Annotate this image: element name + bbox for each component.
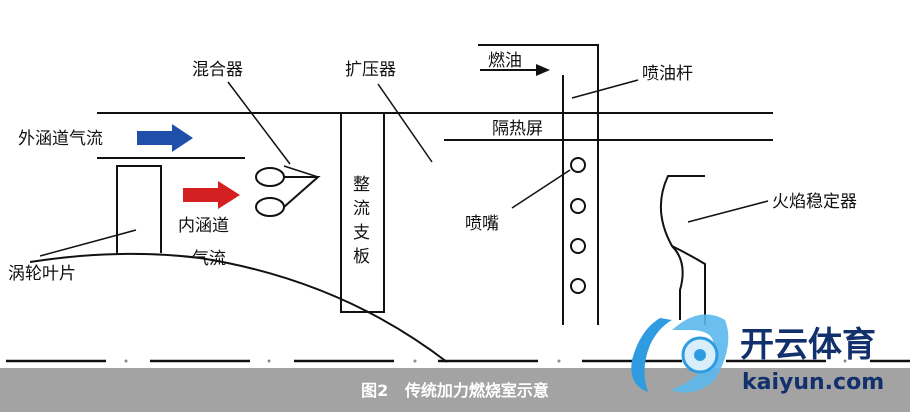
nozzle-holes: [570, 157, 586, 294]
label-fuel-rod: 喷油杆: [642, 64, 693, 84]
caption-bar: [0, 368, 910, 412]
label-strut-2: 流: [353, 199, 370, 219]
label-strut-3: 支: [353, 223, 370, 243]
turbine-blade: [116, 165, 162, 255]
mixer: [255, 165, 321, 217]
label-fuel: 燃油: [488, 51, 522, 71]
logo-k-stroke: [631, 318, 672, 392]
watermark-brand: 开云体育: [740, 325, 876, 365]
label-mixer: 混合器: [192, 60, 243, 80]
label-flame-holder: 火焰稳定器: [772, 192, 857, 212]
hub-cone: [29, 252, 448, 363]
fuel-arrowhead-icon: [536, 64, 550, 76]
label-heat-shield: 隔热屏: [492, 119, 543, 139]
watermark-url: kaiyun.com: [742, 370, 884, 395]
inner-flow-arrow-icon: [183, 181, 240, 209]
label-inner-flow-2: 气流: [192, 249, 226, 269]
outer-flow-arrow-icon: [137, 124, 193, 152]
leader-lines: [39, 79, 769, 257]
label-turbine-blade: 涡轮叶片: [8, 264, 76, 284]
kaiyun-watermark-logo: 开云体育 kaiyun.com: [631, 314, 884, 395]
flame-holder: [659, 175, 706, 325]
logo-swirl: [670, 314, 729, 393]
label-inner-flow-1: 内涵道: [178, 216, 229, 236]
label-nozzle: 喷嘴: [465, 214, 499, 234]
fuel-rod-outer: [478, 44, 599, 325]
label-outer-flow: 外涵道气流: [18, 129, 103, 149]
figure-caption: 图2 传统加力燃烧室示意: [361, 381, 549, 400]
label-diffuser: 扩压器: [345, 60, 396, 80]
strut-plate: [340, 112, 385, 313]
label-strut-1: 整: [353, 175, 370, 195]
flame-holder-inner: [671, 245, 684, 320]
label-strut-4: 板: [353, 247, 370, 267]
